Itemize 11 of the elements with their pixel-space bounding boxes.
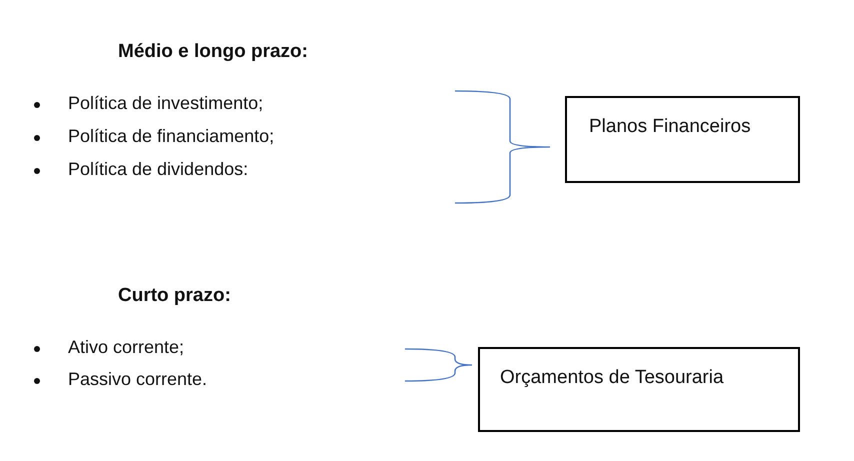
list-item: Política de investimento;	[68, 93, 264, 114]
list-item: Política de dividendos:	[68, 159, 248, 180]
section-heading: Curto prazo:	[118, 285, 231, 307]
box-label: Orçamentos de Tesouraria	[500, 367, 724, 389]
text-box	[565, 96, 800, 183]
list-item: Ativo corrente;	[68, 337, 184, 358]
section-heading: Médio e longo prazo:	[118, 41, 308, 63]
list-item: Política de financiamento;	[68, 126, 274, 147]
box-label: Planos Financeiros	[589, 116, 751, 138]
text-box	[478, 347, 800, 432]
list-item: Passivo corrente.	[68, 369, 208, 390]
